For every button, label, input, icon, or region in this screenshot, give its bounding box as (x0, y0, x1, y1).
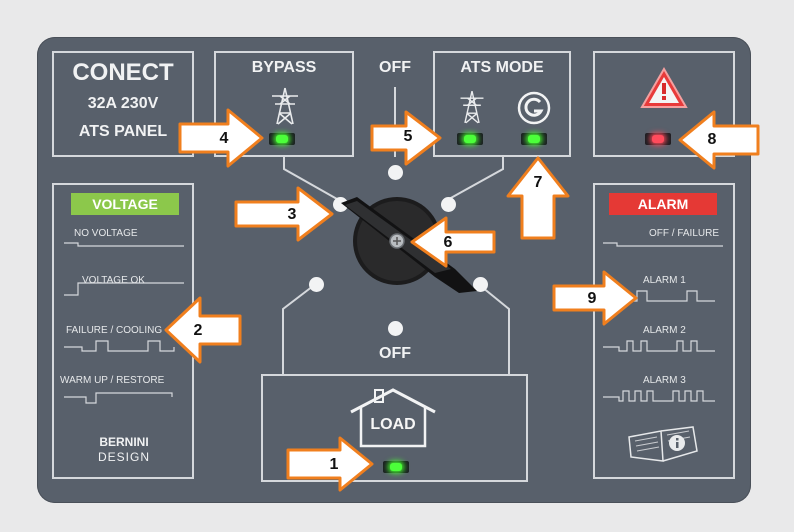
bypass-led (269, 133, 295, 145)
pylon-icon (272, 87, 298, 125)
warning-box (593, 51, 735, 157)
selector-lines (261, 87, 528, 482)
brand-line1: CONECT (72, 59, 174, 86)
brand-box: CONECT 32A 230V ATS PANEL (52, 51, 194, 157)
bypass-box: BYPASS (214, 51, 354, 157)
voltage-state-2: VOLTAGE OK (82, 275, 145, 286)
voltage-title: VOLTAGE (71, 193, 179, 215)
voltage-signal-4 (64, 392, 173, 404)
callout-arrow-2 (164, 296, 242, 364)
callout-number-5: 5 (403, 128, 413, 145)
voltage-signal-3 (64, 340, 175, 352)
alarm-box: ALARM OFF / FAILURE ALARM 1 ALARM 2 ALAR… (593, 183, 735, 479)
callout-arrow-1 (286, 436, 374, 492)
alarm-state-2: ALARM 1 (643, 275, 686, 286)
warning-icon (640, 67, 688, 108)
off-top-label: OFF (379, 59, 411, 76)
callout-number-8: 8 (707, 131, 717, 148)
callout-number-3: 3 (287, 206, 297, 223)
bypass-title: BYPASS (251, 59, 317, 76)
pylon-icon (460, 90, 484, 124)
generator-icon (517, 91, 551, 125)
maker-line1: BERNINI (99, 435, 149, 449)
position-dot-off-bottom (388, 321, 403, 336)
alarm-led (645, 133, 671, 145)
alarm-title: ALARM (609, 193, 717, 215)
position-dot-lower-right (473, 277, 488, 292)
callout-number-2: 2 (193, 322, 203, 339)
maker-line2: DESIGN (97, 450, 150, 464)
callout-arrow-5 (370, 110, 442, 166)
alarm-state-3: ALARM 2 (643, 325, 686, 336)
callout-arrow-6 (410, 216, 496, 268)
callout-arrow-3 (234, 186, 334, 242)
rotary-selector-knob[interactable] (327, 183, 477, 303)
callout-number-7: 7 (533, 174, 543, 191)
voltage-signal-2 (64, 282, 184, 296)
voltage-signal-1 (64, 242, 184, 247)
alarm-state-1: OFF / FAILURE (649, 228, 720, 239)
alarm-signal-4 (603, 390, 715, 402)
callout-number-6: 6 (443, 234, 453, 251)
ats-mode-box: ATS MODE (433, 51, 571, 157)
load-led (383, 461, 409, 473)
callout-arrow-7 (506, 156, 570, 240)
callout-arrow-4 (178, 108, 264, 168)
callout-number-1: 1 (329, 456, 339, 473)
load-title: LOAD (370, 416, 416, 433)
off-bottom-label: OFF (379, 345, 411, 362)
callout-arrow-9 (552, 270, 638, 326)
callout-number-4: 4 (219, 130, 229, 147)
position-dot-bypass (333, 197, 348, 212)
alarm-signal-3 (603, 340, 715, 352)
alarm-signal-1 (603, 242, 723, 247)
position-dot-off (388, 165, 403, 180)
manual-book-icon (628, 426, 698, 462)
voltage-state-3: FAILURE / COOLING (66, 325, 163, 336)
ats-mode-title: ATS MODE (460, 59, 544, 76)
ats-mains-led (457, 133, 483, 145)
callout-arrow-8 (678, 110, 760, 170)
brand-line3: ATS PANEL (78, 123, 168, 140)
position-dot-ats (441, 197, 456, 212)
voltage-state-4: WARM UP / RESTORE (60, 375, 165, 386)
callout-number-9: 9 (587, 290, 597, 307)
alarm-state-4: ALARM 3 (643, 375, 686, 386)
house-icon (350, 388, 436, 448)
voltage-state-1: NO VOLTAGE (74, 228, 138, 239)
position-dot-lower-left (309, 277, 324, 292)
brand-line2: 32A 230V (87, 95, 159, 112)
ats-generator-led (521, 133, 547, 145)
ats-panel: CONECT 32A 230V ATS PANEL BYPASS OFF ATS… (37, 37, 751, 503)
